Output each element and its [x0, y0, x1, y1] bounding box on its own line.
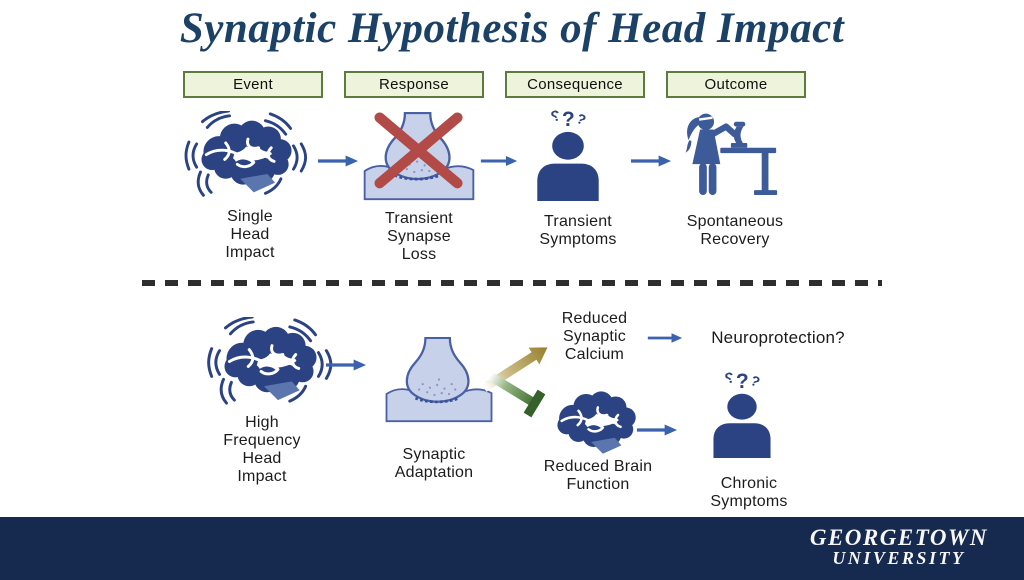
flow-arrow-icon [647, 333, 683, 343]
question-mark: ? [561, 108, 575, 131]
section-divider [142, 280, 882, 286]
flow-arrow-icon [317, 155, 359, 167]
column-header-response: Response [344, 71, 484, 98]
flow-arrow-icon [630, 155, 672, 167]
column-header-outcome: Outcome [666, 71, 806, 98]
person-icon [713, 393, 771, 458]
georgetown-logo: GEORGETOWN UNIVERSITY [810, 526, 988, 569]
spontaneous-recovery-label: Spontaneous Recovery [686, 213, 784, 248]
scientist-recovery-icon [685, 113, 778, 195]
reduced-brain-function-label: Reduced Brain Function [543, 458, 653, 493]
transient-synapse-loss-label: Transient Synapse Loss [385, 210, 453, 263]
question-marks-icon: ? ? ? [703, 369, 781, 393]
question-mark: ? [722, 369, 736, 388]
shaken-brain-icon [184, 111, 308, 197]
flow-arrow-icon [325, 359, 367, 371]
person-icon [537, 131, 599, 201]
question-mark: ? [747, 371, 763, 391]
high-frequency-head-impact-label: High Frequency Head Impact [223, 414, 301, 485]
person-confused-icon: ? ? ? [528, 107, 608, 206]
single-head-impact-label: Single Head Impact [225, 208, 275, 261]
chronic-symptoms-label: Chronic Symptoms [710, 475, 788, 510]
synaptic-adaptation-label: Synaptic Adaptation [394, 446, 474, 481]
red-x-icon [374, 112, 463, 189]
reduced-synaptic-calcium-label: Reduced Synaptic Calcium [561, 310, 628, 363]
shaken-brain-icon [207, 317, 333, 405]
georgetown-logo-line1: GEORGETOWN [809, 525, 988, 550]
green-inhibit-arrow-icon [487, 372, 546, 418]
question-mark: ? [573, 109, 589, 129]
column-header-event: Event [183, 71, 323, 98]
question-marks-icon: ? ? ? [528, 107, 608, 131]
flow-arrow-icon [480, 155, 518, 167]
question-mark: ? [548, 107, 562, 126]
synapse-loss-icon [362, 112, 476, 201]
column-header-consequence: Consequence [505, 71, 645, 98]
page-title: Synaptic Hypothesis of Head Impact [179, 5, 845, 52]
georgetown-logo-line2: UNIVERSITY [832, 548, 966, 568]
footer-bar: GEORGETOWN UNIVERSITY [0, 517, 1024, 580]
branch-arrows-icon [481, 347, 548, 418]
person-confused-icon: ? ? ? [703, 369, 781, 463]
question-mark: ? [735, 370, 749, 393]
transient-symptoms-label: Transient Symptoms [539, 213, 617, 248]
flow-arrow-icon [636, 424, 678, 436]
neuroprotection-label: Neuroprotection? [711, 328, 845, 347]
